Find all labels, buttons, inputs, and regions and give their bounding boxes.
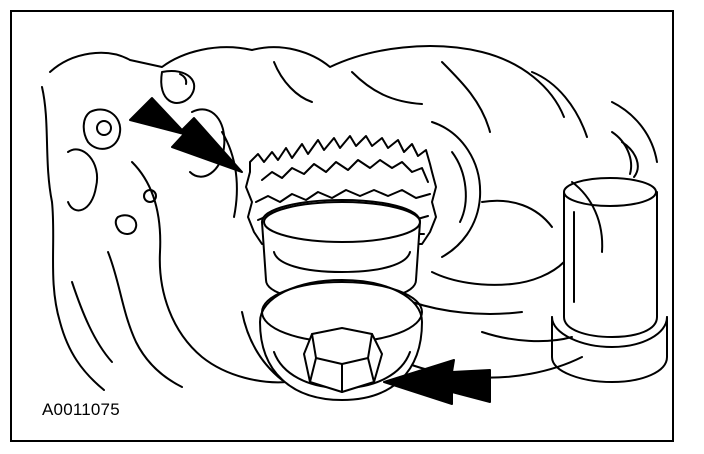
indicator-arrows: [129, 97, 491, 405]
engine-crankshaft-illustration: [41, 45, 668, 405]
oil-pump-housing: [551, 177, 668, 383]
arrow-to-bolt: [383, 359, 491, 405]
crankshaft-bolt-head: [303, 327, 383, 393]
crankshaft-pulley-hub: [259, 199, 423, 401]
arrow-to-sprocket: [129, 97, 243, 173]
figure-frame: A0011075: [10, 10, 674, 442]
figure-id-label: A0011075: [42, 400, 120, 419]
